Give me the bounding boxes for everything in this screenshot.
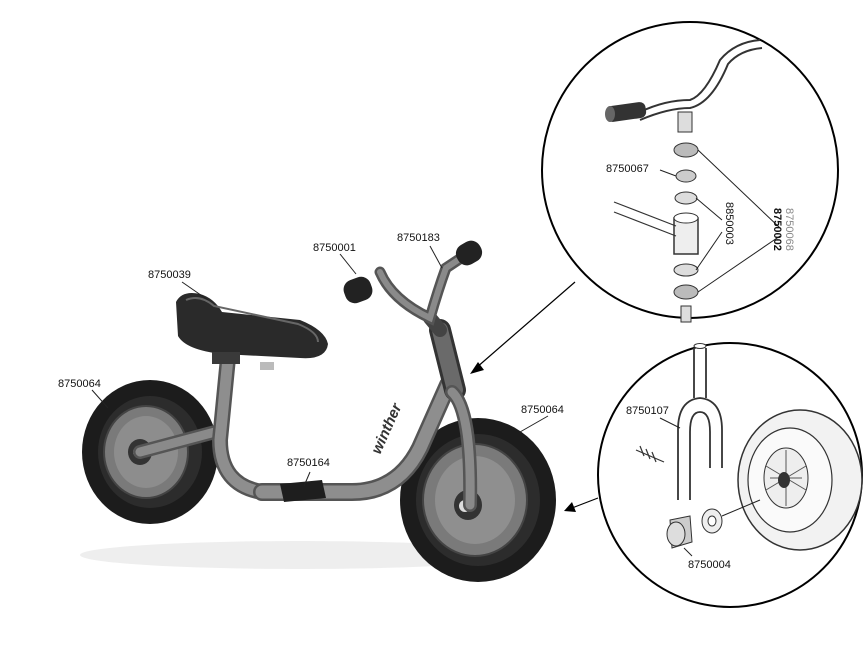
grip-callout-line (339, 253, 357, 275)
label-headset-bearing: 8850003 (723, 202, 735, 245)
label-headset-nut: 8750067 (606, 163, 649, 175)
label-axle-nut: 8750004 (688, 559, 731, 571)
label-footrest: 8750164 (287, 457, 330, 469)
rear-wheel-callout-line (91, 389, 109, 409)
label-front-wheel: 8750064 (521, 404, 564, 416)
handlebar-callout-line (429, 245, 443, 269)
brand-text: winther (368, 400, 406, 457)
label-handlebar: 8750183 (397, 232, 440, 244)
front-wheel-callout-line (519, 415, 549, 433)
callout-lines (91, 245, 549, 487)
seat-callout-line (181, 281, 209, 301)
balance-bike: winther (80, 240, 556, 582)
label-fork: 8750107 (626, 405, 669, 417)
headset-detail: 8750067 8850003 8750068 8750002 (541, 21, 839, 323)
footrest-callout-line (303, 471, 311, 487)
label-headset-cup-a: 8750068 (783, 208, 795, 251)
label-handlebar-grip: 8750001 (313, 242, 356, 254)
label-rear-wheel: 8750064 (58, 378, 101, 390)
label-headset-cup-b: 8750002 (771, 208, 783, 251)
main-labels: 8750039 8750001 8750183 8750064 8750064 … (58, 232, 564, 469)
label-seat: 8750039 (148, 269, 191, 281)
fork-detail: 8750107 8750004 (597, 342, 863, 608)
footrest (280, 480, 326, 502)
frame (133, 311, 478, 512)
handlebar (374, 246, 476, 326)
seat (176, 293, 328, 370)
headset-arrow (470, 281, 576, 374)
handlebar-grips (343, 240, 483, 304)
hub-arrow (564, 497, 599, 512)
